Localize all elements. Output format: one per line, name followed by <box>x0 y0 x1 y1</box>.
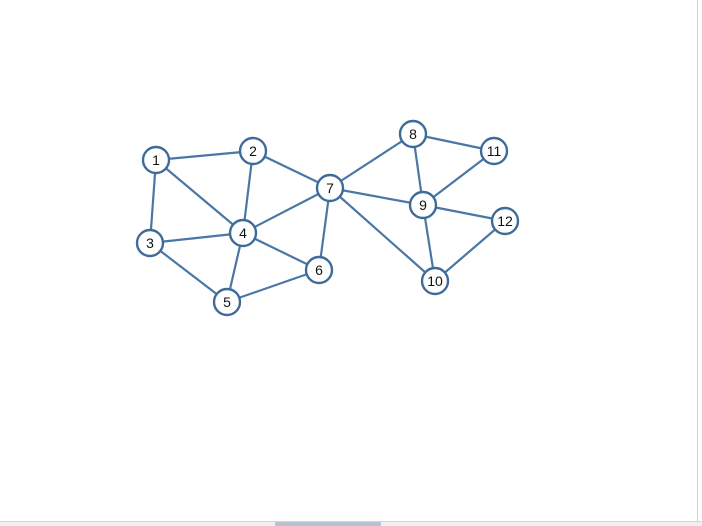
edge-7-9 <box>328 186 425 207</box>
node-8: 8 <box>398 119 428 149</box>
node-6: 6 <box>304 255 334 285</box>
node-4: 4 <box>228 218 258 248</box>
node-label-5: 5 <box>223 294 231 310</box>
node-circle-11 <box>479 136 509 166</box>
edge-7-10 <box>328 186 437 283</box>
edge-3-4 <box>148 231 245 245</box>
right-border <box>697 0 698 526</box>
node-label-4: 4 <box>239 225 247 241</box>
node-label-1: 1 <box>152 152 160 168</box>
node-10: 10 <box>420 266 450 296</box>
node-circle-1 <box>141 145 171 175</box>
node-3: 3 <box>135 228 165 258</box>
node-circle-10 <box>420 266 450 296</box>
edge-3-5 <box>148 241 229 304</box>
edge-7-8 <box>328 132 415 190</box>
node-5: 5 <box>212 287 242 317</box>
node-circle-6 <box>304 255 334 285</box>
node-11: 11 <box>479 136 509 166</box>
node-label-2: 2 <box>249 143 257 159</box>
node-1: 1 <box>141 145 171 175</box>
node-label-3: 3 <box>146 235 154 251</box>
node-circle-3 <box>135 228 165 258</box>
node-label-12: 12 <box>497 213 513 229</box>
node-label-9: 9 <box>419 197 427 213</box>
node-circle-12 <box>490 206 520 236</box>
node-12: 12 <box>490 206 520 236</box>
node-2: 2 <box>238 136 268 166</box>
node-label-6: 6 <box>315 262 323 278</box>
edge-9-11 <box>421 149 496 207</box>
edge-4-7 <box>241 186 332 235</box>
node-circle-9 <box>408 190 438 220</box>
node-circle-8 <box>398 119 428 149</box>
node-circle-5 <box>212 287 242 317</box>
node-label-10: 10 <box>427 273 443 289</box>
node-circle-2 <box>238 136 268 166</box>
node-label-7: 7 <box>326 180 334 196</box>
node-9: 9 <box>408 190 438 220</box>
node-circle-7 <box>315 173 345 203</box>
node-label-8: 8 <box>409 126 417 142</box>
edge-1-2 <box>154 149 255 162</box>
edge-1-4 <box>154 158 245 235</box>
node-circle-4 <box>228 218 258 248</box>
edge-2-7 <box>251 149 332 190</box>
scrollbar-thumb[interactable] <box>275 522 381 526</box>
edge-10-12 <box>433 219 507 283</box>
node-7: 7 <box>315 173 345 203</box>
node-label-11: 11 <box>487 143 502 159</box>
edge-5-6 <box>225 268 321 304</box>
